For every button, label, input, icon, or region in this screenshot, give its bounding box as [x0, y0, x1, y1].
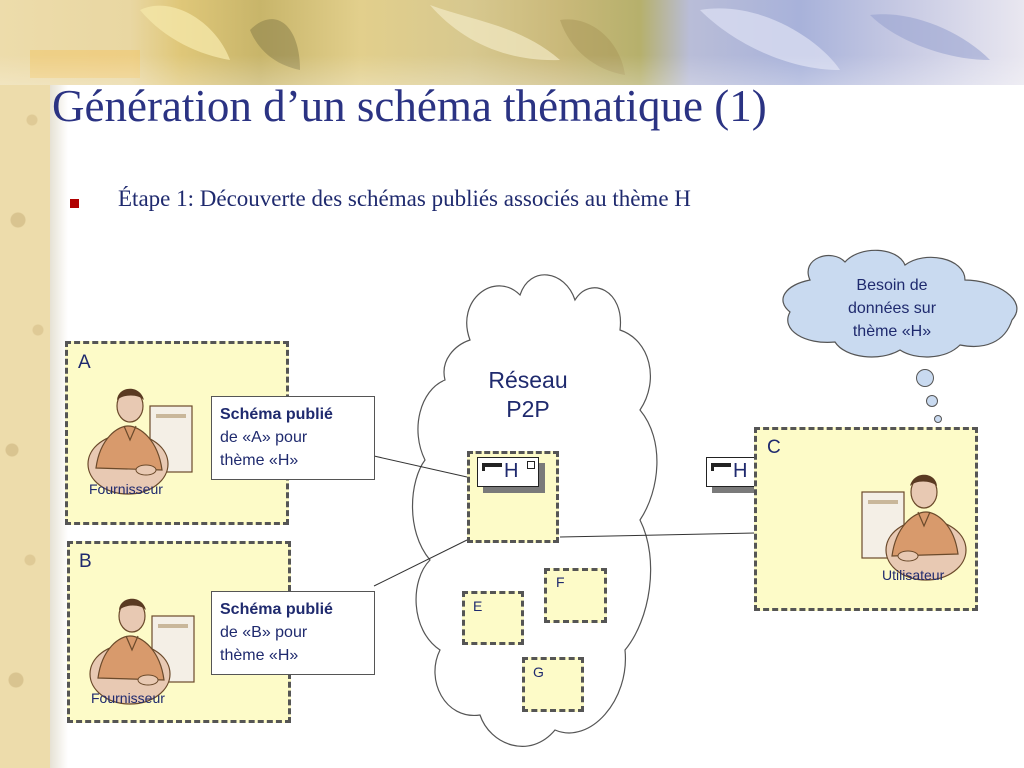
- card-tick: [711, 463, 714, 471]
- connector-schema-b: [373, 539, 468, 587]
- peer-g-box: [522, 657, 584, 712]
- bullet-marker: [70, 199, 79, 208]
- schema-b-box: Schéma publié de «B» pour thème «H»: [211, 591, 375, 675]
- card-bar: [482, 463, 502, 467]
- network-label-line2: P2P: [506, 396, 550, 422]
- schema-a-title: Schéma publié: [220, 406, 333, 423]
- banner-leaves: [30, 5, 990, 78]
- leaf-shape: [560, 19, 625, 75]
- bullet-text: Étape 1: Découverte des schémas publiés …: [118, 186, 691, 211]
- thought-line3: thème «H»: [852, 323, 932, 340]
- thought-bubble-medium: [926, 395, 938, 407]
- schema-a-line2: de «A» pour: [220, 429, 308, 446]
- node-b-role: Fournisseur: [91, 690, 165, 706]
- peer-g-label: G: [533, 664, 544, 680]
- card-bar: [711, 463, 731, 467]
- leaf-shape: [870, 14, 990, 60]
- thought-bubble-large: [916, 369, 934, 387]
- schema-b-line3: thème «H»: [220, 647, 299, 664]
- thought-bubble-small: [934, 415, 942, 423]
- h-schema-card-center: H: [477, 457, 545, 493]
- left-texture-strip: [0, 0, 50, 768]
- card-letter: H: [733, 460, 748, 482]
- thought-cloud: [782, 249, 1018, 358]
- thought-line1: Besoin de: [856, 277, 928, 294]
- connector-network-c: [559, 532, 756, 538]
- peer-f-label: F: [556, 574, 565, 590]
- node-a-role: Fournisseur: [89, 481, 163, 497]
- node-c-role: Utilisateur: [882, 567, 945, 583]
- card-front: H: [477, 457, 539, 487]
- thought-cloud-text: Besoin de données sur thème «H»: [826, 274, 958, 343]
- card-corner-square: [527, 461, 535, 469]
- banner-fade: [0, 55, 1024, 85]
- peer-e-label: E: [473, 598, 483, 614]
- node-b-label: B: [79, 551, 92, 572]
- network-label: Réseau P2P: [468, 366, 588, 424]
- slide-title: Génération d’un schéma thématique (1): [52, 81, 767, 131]
- node-a-label: A: [78, 352, 91, 373]
- network-label-line1: Réseau: [488, 367, 568, 393]
- leaf-shape: [30, 50, 140, 78]
- schema-a-box: Schéma publié de «A» pour thème «H»: [211, 396, 375, 480]
- thought-line2: données sur: [847, 300, 937, 317]
- schema-b-title: Schéma publié: [220, 601, 333, 618]
- schema-b-line2: de «B» pour: [220, 624, 308, 641]
- leaf-shape: [250, 19, 300, 71]
- card-letter: H: [504, 460, 519, 482]
- peer-e-box: [462, 591, 524, 645]
- leaf-shape: [140, 5, 230, 61]
- schema-a-line3: thème «H»: [220, 452, 299, 469]
- connector-schema-a: [373, 455, 468, 478]
- left-shadow: [50, 0, 68, 768]
- node-c-label: C: [767, 437, 781, 458]
- leaf-shape: [430, 5, 560, 61]
- peer-f-box: [544, 568, 607, 623]
- card-tick: [482, 463, 485, 471]
- leaf-shape: [700, 8, 840, 70]
